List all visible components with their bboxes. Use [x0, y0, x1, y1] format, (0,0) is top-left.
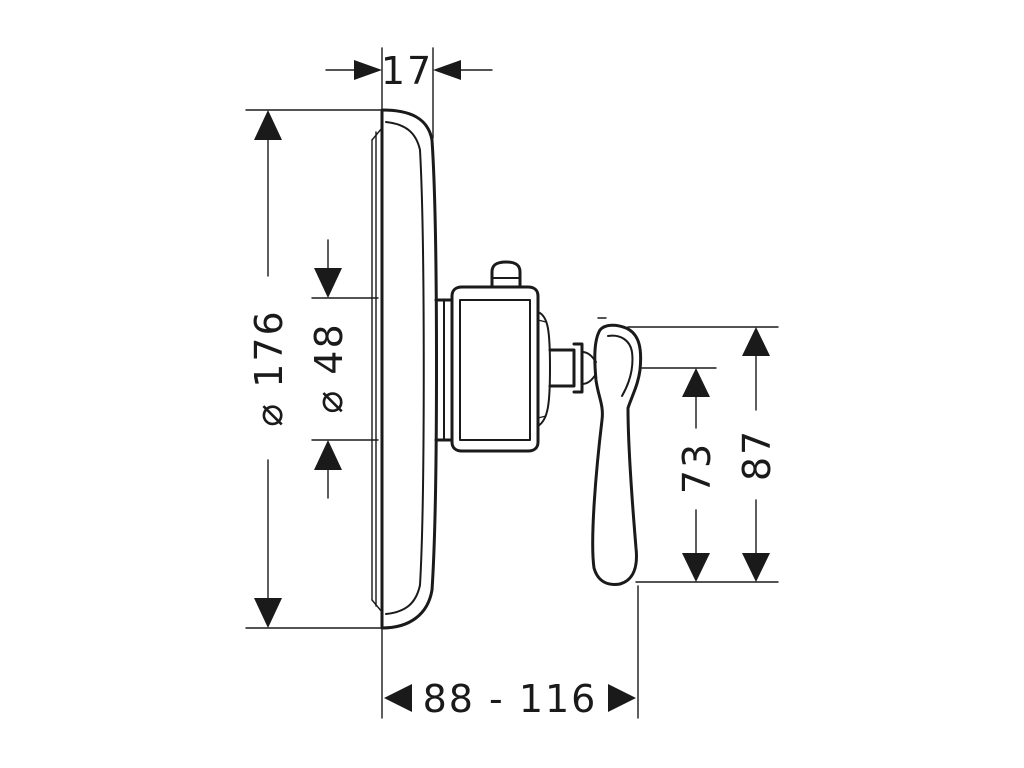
dim-plate-diameter-label: ⌀ 176 — [247, 309, 291, 427]
lever-handle — [591, 317, 643, 586]
dim-handle-outer-label: 87 — [735, 429, 779, 481]
dimension-plate-depth: 17 — [325, 47, 493, 139]
dimension-escutcheon-diameter: ⌀ 48 — [307, 239, 379, 499]
dimension-projection: 88 - 116 — [381, 585, 639, 721]
stop-knob — [490, 260, 522, 289]
dimension-plate-diameter: ⌀ 176 — [245, 109, 381, 629]
dim-plate-depth-label: 17 — [381, 49, 433, 93]
escutcheon-sleeve — [434, 298, 454, 442]
wall-plate-profile — [371, 108, 438, 630]
handle-stem — [548, 342, 597, 394]
dim-escutcheon-diameter-label: ⌀ 48 — [307, 322, 351, 413]
dimension-handle-inner: 73 — [641, 367, 719, 582]
cartridge-body — [450, 285, 551, 453]
dim-projection-label: 88 - 116 — [423, 677, 598, 721]
dim-handle-inner-label: 73 — [675, 442, 719, 494]
dimension-handle-outer: 87 — [627, 326, 779, 583]
